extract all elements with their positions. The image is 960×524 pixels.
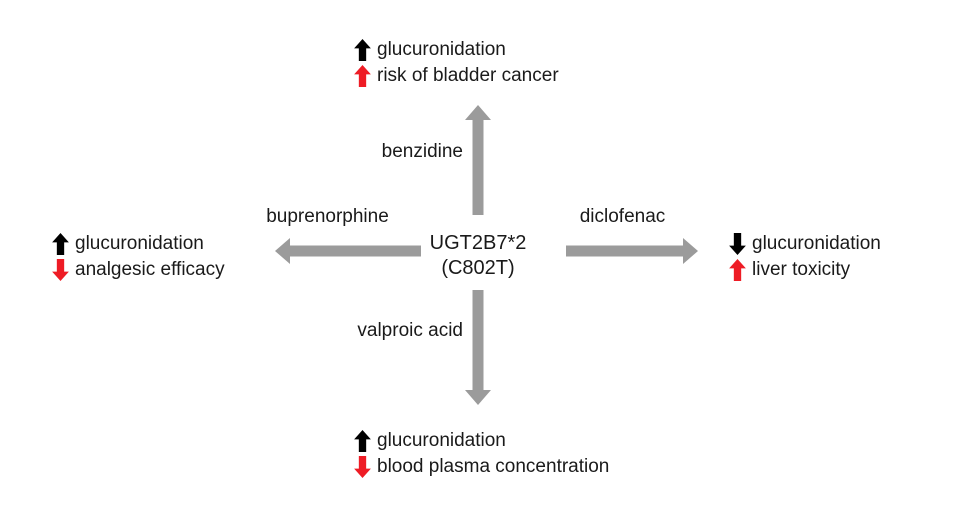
effect-label: glucuronidation — [752, 233, 881, 254]
drug-label-buprenorphine: buprenorphine — [266, 206, 389, 227]
effect-row: risk of bladder cancer — [354, 63, 559, 89]
effect-row: glucuronidation — [354, 37, 559, 63]
top-effects-block: glucuronidation risk of bladder cancer — [354, 37, 559, 89]
effect-label: liver toxicity — [752, 259, 851, 280]
effect-row: liver toxicity — [729, 257, 881, 283]
down-arrow-icon — [52, 259, 69, 281]
branch-arrow-left — [275, 238, 421, 264]
effect-row: glucuronidation — [729, 231, 881, 257]
drug-label-valproic-acid: valproic acid — [357, 320, 463, 341]
branch-arrow-right — [566, 238, 698, 264]
effect-label: glucuronidation — [377, 430, 506, 451]
up-arrow-icon — [354, 430, 371, 452]
effect-row: analgesic efficacy — [52, 257, 225, 283]
up-arrow-icon — [52, 233, 69, 255]
left-effects-block: glucuronidation analgesic efficacy — [52, 231, 225, 283]
drug-label-diclofenac: diclofenac — [579, 206, 666, 227]
center-gene-label: UGT2B7*2 (C802T) — [398, 231, 558, 281]
effect-label: risk of bladder cancer — [377, 65, 559, 86]
gene-variant: (C802T) — [441, 257, 515, 279]
up-arrow-icon — [729, 259, 746, 281]
effect-row: glucuronidation — [354, 428, 609, 454]
effect-label: analgesic efficacy — [75, 259, 225, 280]
effect-label: glucuronidation — [75, 233, 204, 254]
up-arrow-icon — [354, 39, 371, 61]
down-arrow-icon — [354, 456, 371, 478]
effect-row: blood plasma concentration — [354, 454, 609, 480]
drug-label-benzidine: benzidine — [381, 141, 463, 162]
gene-name: UGT2B7*2 — [429, 232, 527, 254]
branch-arrow-down — [465, 290, 491, 405]
effect-label: glucuronidation — [377, 39, 506, 60]
branch-arrow-up — [465, 105, 491, 215]
down-arrow-icon — [729, 233, 746, 255]
up-arrow-icon — [354, 65, 371, 87]
effect-row: glucuronidation — [52, 231, 225, 257]
bottom-effects-block: glucuronidation blood plasma concentrati… — [354, 428, 609, 480]
right-effects-block: glucuronidation liver toxicity — [729, 231, 881, 283]
effect-label: blood plasma concentration — [377, 456, 610, 477]
